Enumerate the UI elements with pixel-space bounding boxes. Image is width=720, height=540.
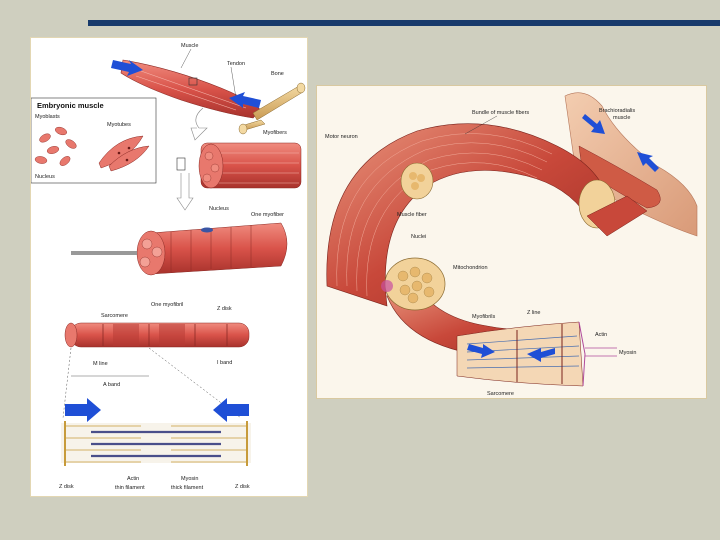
label-nuclei: Nuclei <box>411 234 426 240</box>
label-nucleus-1: Nucleus <box>35 174 55 180</box>
label-myofibrils: Myofibrils <box>472 314 495 320</box>
sarcomere-filaments <box>61 421 251 466</box>
label-muscle-fiber: Muscle fiber <box>397 212 427 218</box>
label-actin: Actin <box>127 476 139 482</box>
muscle-structure-diagram-left: Muscle Tendon Bone Embryonic muscle Myob… <box>30 37 308 497</box>
label-z-line: Z line <box>527 310 540 316</box>
myofiber-bundle <box>198 142 302 189</box>
label-myosin: Myosin <box>181 476 198 482</box>
arrow-icon <box>527 348 555 362</box>
arrow-icon <box>65 398 101 422</box>
label-sarcomere: Sarcomere <box>487 391 514 397</box>
label-bone: Bone <box>271 71 284 77</box>
label-embryonic-muscle: Embryonic muscle <box>37 101 104 110</box>
label-actin: Actin <box>595 332 607 338</box>
bone-shape <box>252 85 304 121</box>
label-z-disk-left: Z disk <box>59 484 74 490</box>
blue-arrows-right <box>467 114 659 362</box>
label-brachioradialis-1: Brachioradialis <box>599 108 635 114</box>
label-myoblasts: Myoblasts <box>35 114 60 120</box>
arrow-icon <box>582 114 605 134</box>
label-myofibers: Myofibers <box>263 130 287 136</box>
label-bundle: Bundle of muscle fibers <box>472 110 529 116</box>
label-z-disk-right: Z disk <box>235 484 250 490</box>
label-motor-neuron: Motor neuron <box>325 134 358 140</box>
slide-title-bar <box>88 20 720 26</box>
myoblast-cells <box>34 126 77 166</box>
label-nucleus-2: Nucleus <box>209 206 229 212</box>
label-one-myofiber: One myofiber <box>251 212 284 218</box>
blue-arrows-left <box>65 60 261 422</box>
muscle-structure-diagram-right: Bundle of muscle fibers Brachioradialis … <box>316 85 707 399</box>
label-sarcomere: Sarcomere <box>101 313 128 319</box>
arrow-icon <box>229 92 261 108</box>
myofiber-cylinder <box>71 222 288 276</box>
label-muscle: Muscle <box>181 43 198 49</box>
curving-muscle-fiber <box>326 123 608 307</box>
label-brachioradialis-2: muscle <box>613 115 630 121</box>
myofibril-cylinder <box>64 322 250 348</box>
label-one-myofibril: One myofibril <box>151 302 183 308</box>
label-myotubes: Myotubes <box>107 122 131 128</box>
left-diagram-svg: Muscle Tendon Bone Embryonic muscle Myob… <box>31 43 306 491</box>
right-diagram-svg: Bundle of muscle fibers Brachioradialis … <box>325 92 698 397</box>
label-a-band: A band <box>103 382 120 388</box>
arrow-icon <box>111 60 143 76</box>
label-tendon: Tendon <box>227 61 245 67</box>
arrow-icon <box>637 152 659 172</box>
arrow-icon <box>213 398 249 422</box>
label-i-band: I band <box>217 360 232 366</box>
label-myosin-sub: thick filament <box>171 485 204 491</box>
label-m-line: M line <box>93 361 108 367</box>
label-z-disk-top: Z disk <box>217 306 232 312</box>
label-actin-sub: thin filament <box>115 485 145 491</box>
bundle-cross-section <box>400 162 434 200</box>
arrow-icon <box>467 344 495 358</box>
label-mitochondrion: Mitochondrion <box>453 265 488 271</box>
label-myosin: Myosin <box>619 350 636 356</box>
